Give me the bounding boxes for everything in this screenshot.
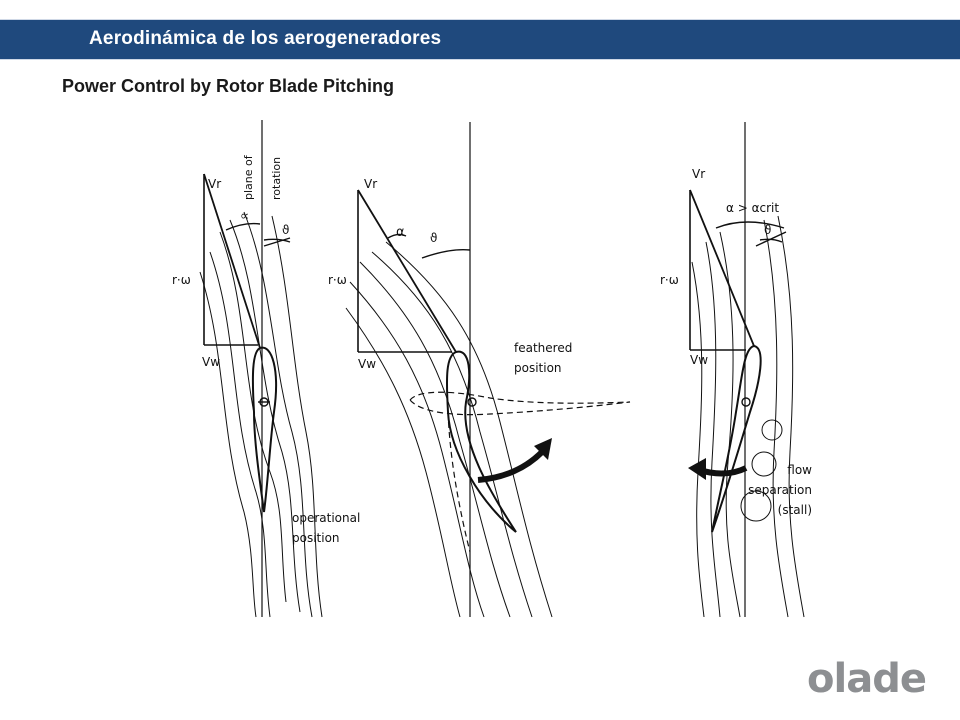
panel-operational <box>199 120 323 618</box>
blade-pitching-diagram: Vr r·ω Vw ∝ ϑ plane of rotation operatio… <box>172 120 812 618</box>
olade-logo: olade <box>807 656 927 702</box>
p1-plane-line1: plane of <box>242 154 255 200</box>
slide-title: Power Control by Rotor Blade Pitching <box>62 76 395 96</box>
p3-caption-line2: separation <box>748 483 812 497</box>
p3-vr-label: Vr <box>692 167 705 181</box>
p2-vr-label: Vr <box>364 177 377 191</box>
p1-alpha-label: ∝ <box>240 209 249 224</box>
p2-vw-label: Vw <box>358 357 376 371</box>
p2-caption-line1: feathered <box>514 341 572 355</box>
p2-alpha-label: α <box>396 225 405 240</box>
p3-caption-line3: (stall) <box>778 503 812 517</box>
p3-vw-label: Vw <box>690 353 708 367</box>
header-title: Aerodinámica de los aerogeneradores <box>89 28 442 49</box>
p1-vr-label: Vr <box>208 177 221 191</box>
p3-theta-label: ϑ <box>764 223 771 237</box>
p2-rw-label: r·ω <box>328 273 347 287</box>
panel-stall <box>688 122 805 618</box>
p1-vw-label: Vw <box>202 355 220 369</box>
p3-alpha-label: α > αcrit <box>726 201 779 215</box>
p1-rw-label: r·ω <box>172 273 191 287</box>
p2-caption-line2: position <box>514 361 562 375</box>
p1-theta-label: ϑ <box>282 223 289 237</box>
p1-caption-line1: operational <box>292 511 360 525</box>
p2-theta-label: ϑ <box>430 231 437 245</box>
p3-caption-line1: flow <box>787 463 812 477</box>
p3-rw-label: r·ω <box>660 273 679 287</box>
header-bar: Aerodinámica de los aerogeneradores <box>0 19 960 60</box>
p1-caption-line2: position <box>292 531 340 545</box>
p1-plane-line2: rotation <box>270 157 283 200</box>
panel-feathered <box>345 122 631 618</box>
